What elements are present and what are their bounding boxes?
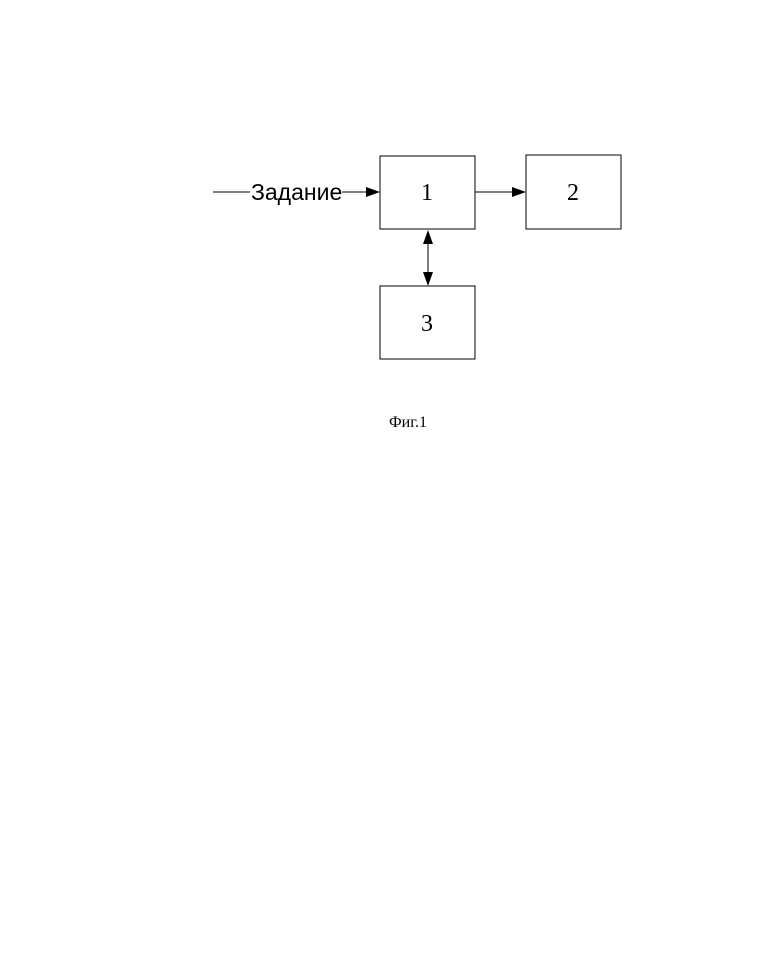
block-2: 2 — [526, 155, 621, 229]
input-arrowhead — [366, 187, 380, 197]
figure-caption: Фиг.1 — [389, 414, 427, 431]
arrow-1-to-2-head — [512, 187, 526, 197]
arrow-1-3-head-down — [423, 272, 433, 286]
block-3-label: 3 — [421, 311, 433, 337]
block-1-label: 1 — [421, 180, 433, 206]
block-3: 3 — [380, 286, 475, 359]
arrow-1-3-head-up — [423, 230, 433, 244]
block-2-label: 2 — [567, 180, 579, 206]
block-1: 1 — [380, 156, 475, 229]
input-label: Задание — [251, 179, 342, 205]
